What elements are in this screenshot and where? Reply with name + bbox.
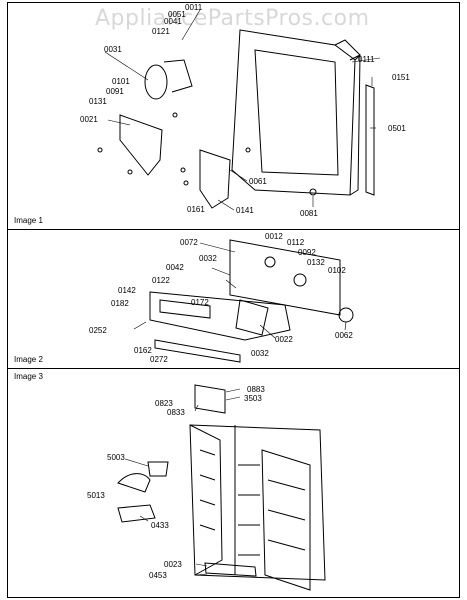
panel-label: Image 2 xyxy=(14,355,43,364)
callout-label: 0161 xyxy=(187,205,205,214)
callout-label: 0142 xyxy=(118,286,136,295)
callout-label: 0162 xyxy=(134,346,152,355)
drip-tray-0433 xyxy=(117,504,156,523)
callout-label: 0051 xyxy=(168,10,186,19)
bracket-0131 xyxy=(119,114,163,176)
callout-label: 0433 xyxy=(151,521,169,530)
callout-label: 0883 xyxy=(247,385,265,394)
callout-label: 0072 xyxy=(180,238,198,247)
callout-label: 0011 xyxy=(185,3,203,12)
fresh-food-door xyxy=(261,449,311,591)
callout-label: 0501 xyxy=(388,124,406,133)
callout-label: 0061 xyxy=(249,177,267,186)
panel-image-3: Image 3 xyxy=(7,368,460,598)
callout-label: 0272 xyxy=(150,355,168,364)
callout-label: 0042 xyxy=(166,263,184,272)
callout-label: 0172 xyxy=(191,298,209,307)
bin-5003 xyxy=(147,461,169,477)
callout-label: 0131 xyxy=(89,97,107,106)
callout-label: 0032 xyxy=(251,349,269,358)
callouts-image-2: 0072 0012 0112 0092 0132 0102 0032 0042 … xyxy=(89,232,353,364)
panel-label: Image 1 xyxy=(14,216,43,225)
ice-scoop-5013 xyxy=(117,473,151,493)
bracket-0141 xyxy=(199,149,231,209)
leader-lines-image-2 xyxy=(133,242,347,339)
control-housing-0142 xyxy=(149,291,291,341)
leader-lines-image-3 xyxy=(124,388,241,576)
side-trim-0151 xyxy=(365,84,375,196)
callouts-image-3: 0883 3503 0823 0833 5003 5013 0433 0023 … xyxy=(87,385,265,580)
callout-label: 0132 xyxy=(307,258,325,267)
leader-lines-image-1 xyxy=(104,9,381,211)
freezer-door xyxy=(189,424,223,576)
callout-label: 0062 xyxy=(335,331,353,340)
knob-0062 xyxy=(338,307,354,323)
watermark: AppliancePartsPros.com xyxy=(95,6,370,31)
callout-label: 0021 xyxy=(80,115,98,124)
callout-label: 0032 xyxy=(199,254,217,263)
callout-label: 0151 xyxy=(392,73,410,82)
callout-label: 0182 xyxy=(111,299,129,308)
shelves xyxy=(238,464,260,556)
grille-0453 xyxy=(204,562,257,577)
callout-label: 0111 xyxy=(358,55,375,64)
callout-label: 0453 xyxy=(149,571,167,580)
callout-label: 0122 xyxy=(152,276,170,285)
callout-label: 0081 xyxy=(300,209,318,218)
callout-label: 0012 xyxy=(265,232,283,241)
control-board-0012 xyxy=(229,239,341,316)
callout-label: 0121 xyxy=(152,27,170,36)
callout-label: 5003 xyxy=(107,453,125,462)
lower-trim xyxy=(154,339,241,363)
callout-label: 0091 xyxy=(106,87,124,96)
callout-label: 3503 xyxy=(244,394,262,403)
callout-label: 0823 xyxy=(155,399,173,408)
callout-label: 0031 xyxy=(104,45,122,54)
callout-label: 0022 xyxy=(275,335,293,344)
callout-label: 0023 xyxy=(164,560,182,569)
callout-label: 0141 xyxy=(236,206,254,215)
callout-label: 0092 xyxy=(298,248,316,257)
cabinet-outline xyxy=(189,424,326,581)
callout-label: 0112 xyxy=(287,238,305,247)
callout-label: 0041 xyxy=(164,17,182,26)
callout-label: 5013 xyxy=(87,491,105,500)
callouts-image-1: 0011 0051 0041 0121 0031 0101 0091 0131 … xyxy=(80,3,410,218)
auger-motor-0031 xyxy=(144,59,193,100)
paddle-0022 xyxy=(235,299,269,336)
callout-label: 0102 xyxy=(328,266,346,275)
screws xyxy=(97,112,317,196)
dispenser-cover-0823 xyxy=(194,384,226,414)
housing-0111 xyxy=(231,29,361,196)
callout-label: 0101 xyxy=(112,77,130,86)
callout-label: 0252 xyxy=(89,326,107,335)
panel-label: Image 3 xyxy=(14,372,43,381)
callout-label: 0833 xyxy=(167,408,185,417)
